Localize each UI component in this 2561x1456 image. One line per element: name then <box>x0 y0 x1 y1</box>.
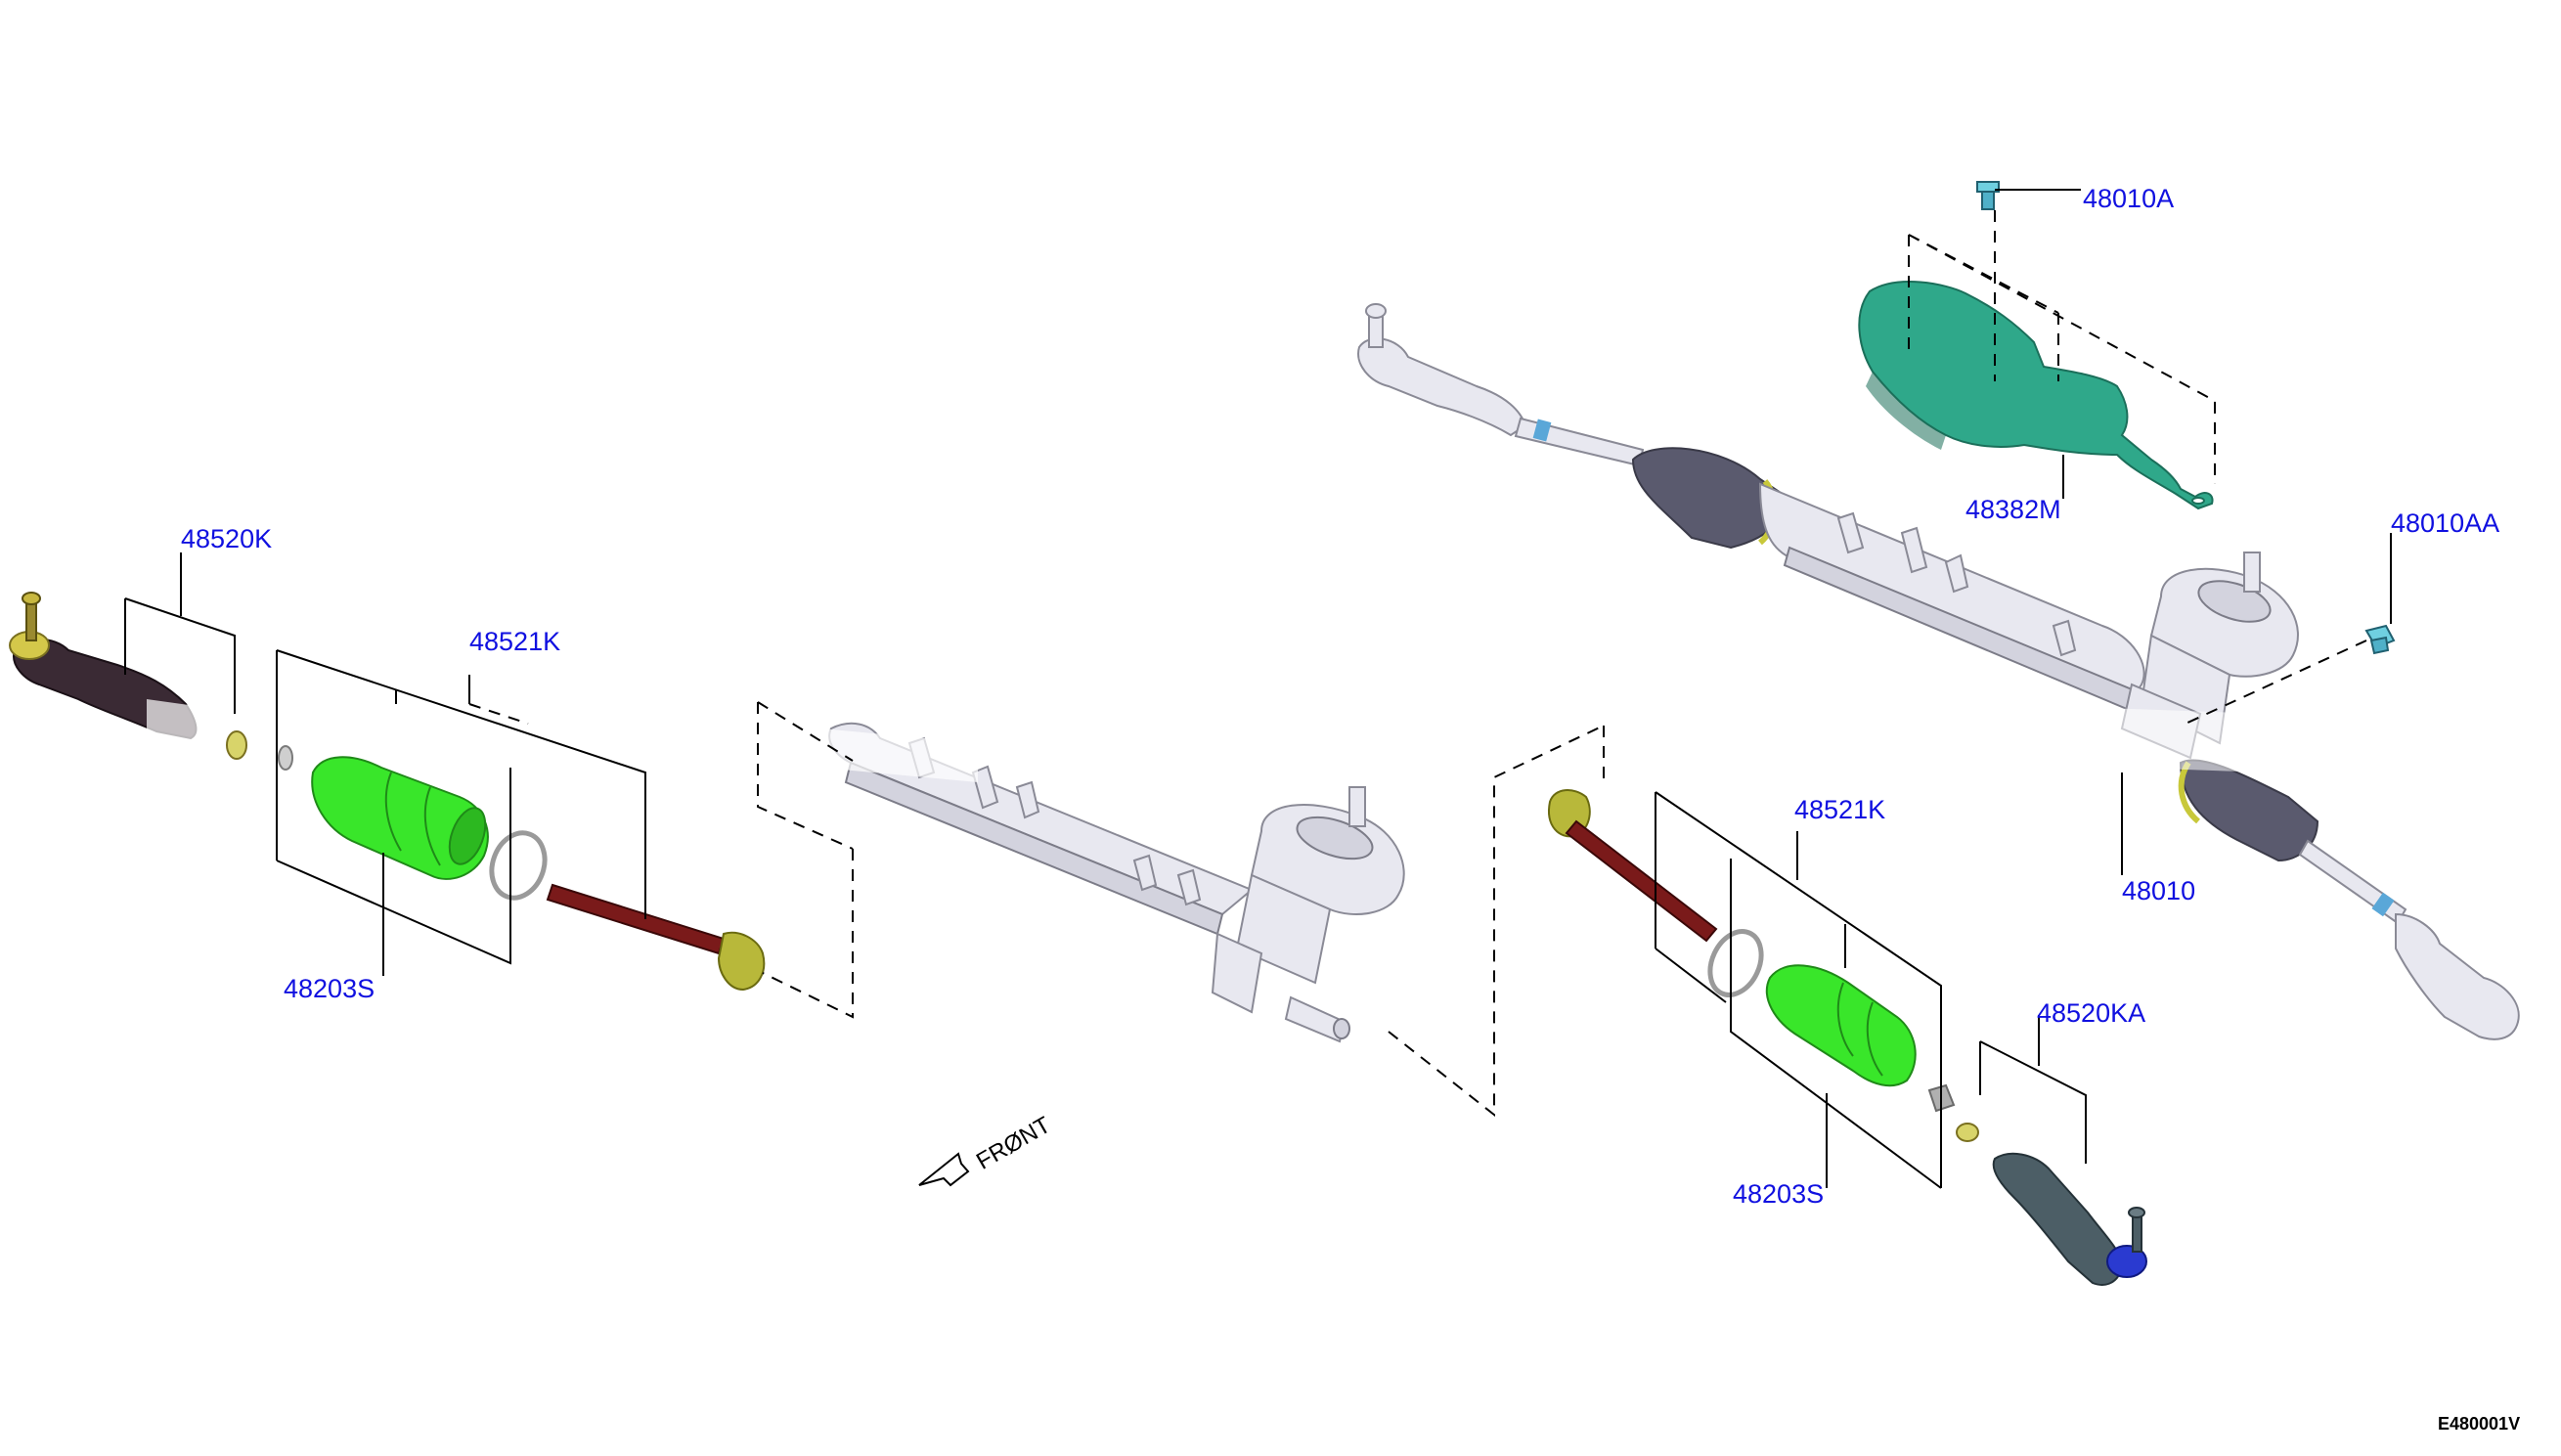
callout-48010[interactable]: 48010 <box>2122 876 2196 905</box>
callout-48203S-left[interactable]: 48203S <box>284 974 375 1003</box>
watermark-band <box>1995 704 2269 772</box>
clamp-ring-right-part[interactable] <box>1700 923 1771 1003</box>
heat-shield-part[interactable] <box>1858 281 2214 510</box>
callout-48520K[interactable]: 48520K <box>181 524 273 553</box>
callout-48520KA[interactable]: 48520KA <box>2037 998 2146 1028</box>
inner-tie-rod-left-part[interactable] <box>546 883 766 992</box>
front-direction-arrow <box>918 1152 970 1187</box>
callout-48382M[interactable]: 48382M <box>1965 495 2061 524</box>
outer-tie-rod-end-right-part[interactable] <box>1992 1152 2147 1286</box>
bolt-48010A-part[interactable] <box>1976 181 2000 210</box>
callout-48010AA[interactable]: 48010AA <box>2391 508 2500 538</box>
diagram-code: E480001V <box>2438 1414 2521 1434</box>
callout-48521K-right[interactable]: 48521K <box>1794 795 1886 824</box>
callout-48203S-right[interactable]: 48203S <box>1733 1179 1825 1209</box>
boot-left-part[interactable] <box>311 756 492 880</box>
steering-gear-assembly[interactable] <box>1357 303 2520 1040</box>
watermark-band-center <box>821 728 978 782</box>
jam-nut-left-part[interactable] <box>226 730 247 760</box>
rack-housing-center-part[interactable] <box>828 722 1405 1043</box>
boot-right-part[interactable] <box>1765 964 1917 1087</box>
clamp-left-part[interactable] <box>278 745 293 771</box>
callout-48521K-left[interactable]: 48521K <box>469 627 561 656</box>
callout-48010A[interactable]: 48010A <box>2083 184 2175 213</box>
bolt-48010AA-part[interactable] <box>2364 624 2396 655</box>
jam-nut-right-part[interactable] <box>1956 1123 1979 1142</box>
inner-tie-rod-right-part[interactable] <box>1548 789 1718 943</box>
clamp-ring-left-part[interactable] <box>483 825 553 905</box>
